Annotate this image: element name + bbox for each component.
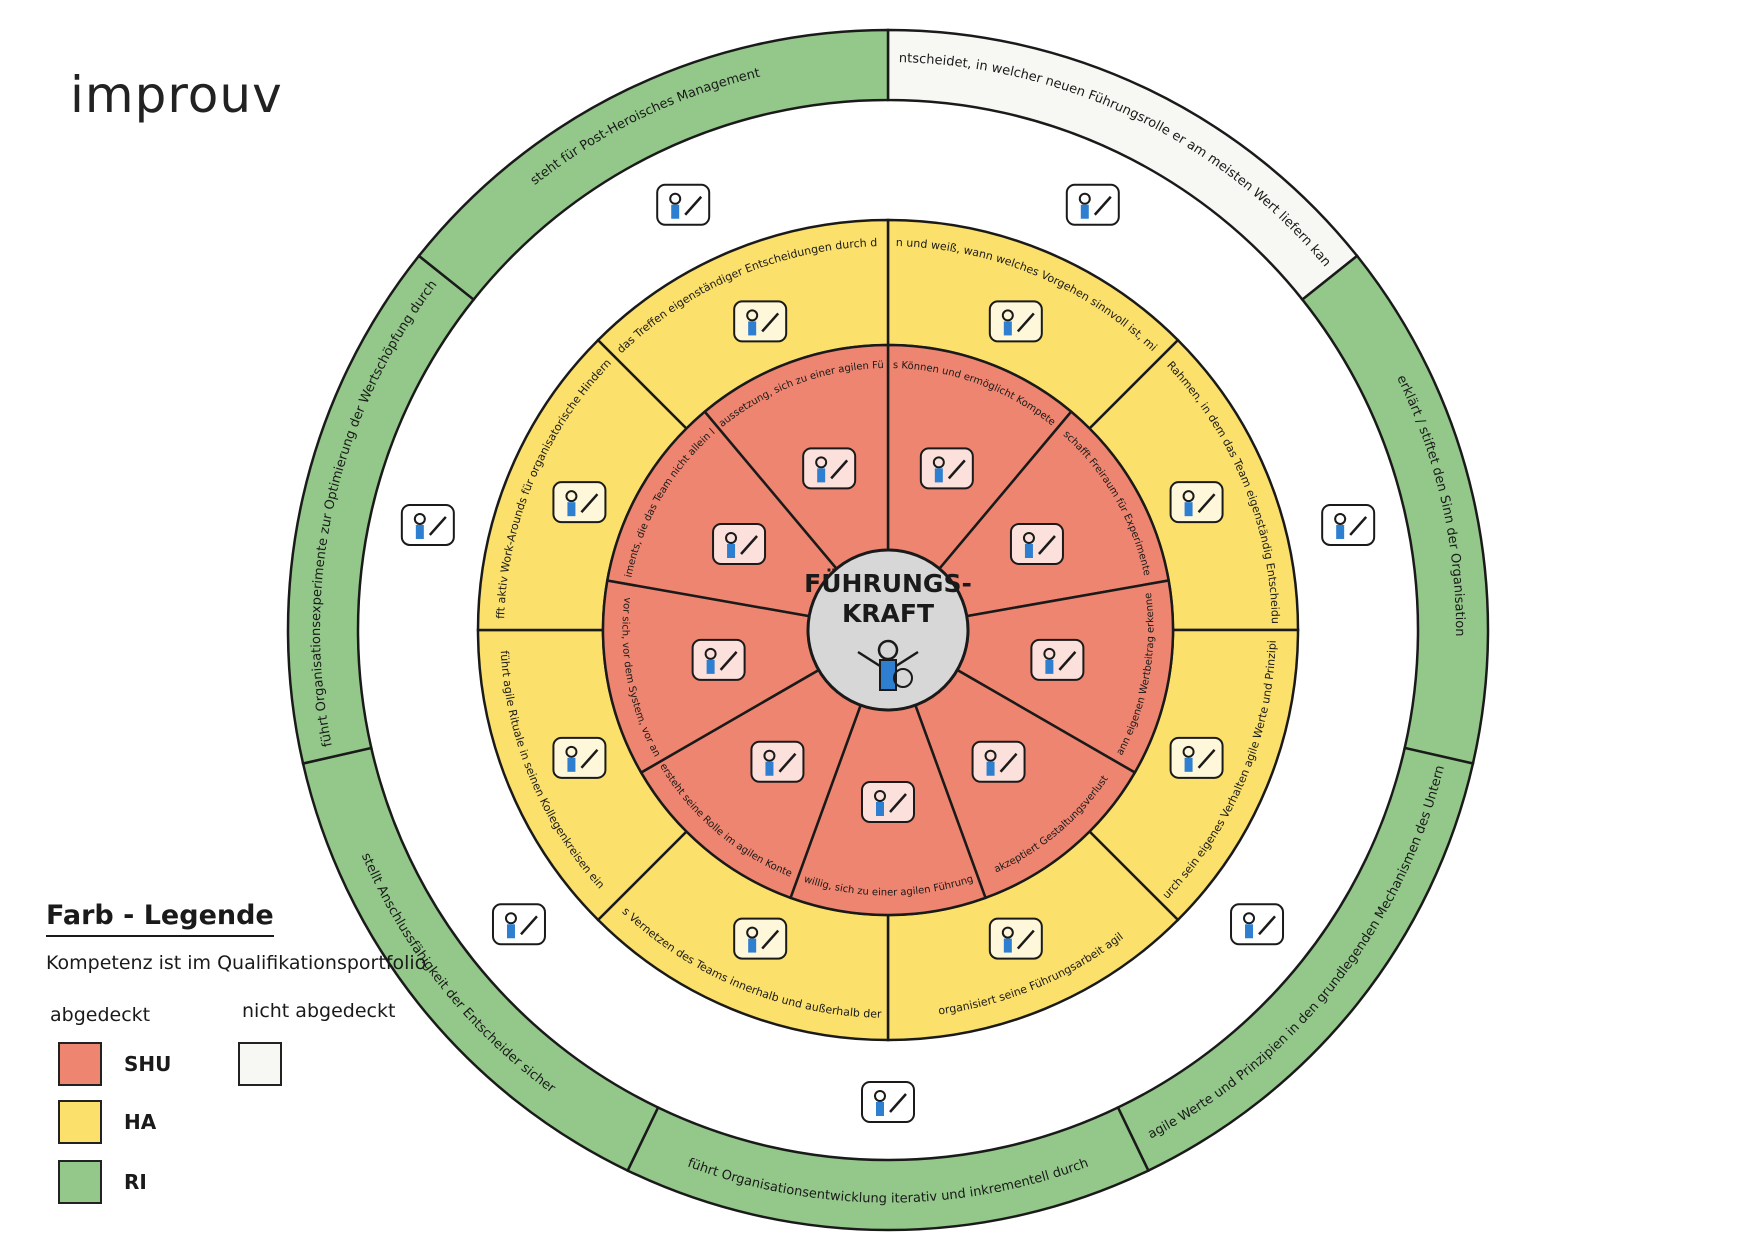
ladder-thought-icon (1065, 183, 1120, 226)
center-label-line2: KRAFT (842, 599, 934, 628)
center-hub: FÜHRUNGS- KRAFT (804, 548, 972, 712)
kanban-board-icon (988, 917, 1043, 960)
letting-go-icon (971, 740, 1026, 783)
legend-swatch-shu (58, 1042, 102, 1086)
decision-makers-icon (491, 903, 546, 946)
legend-label-ha: HA (124, 1110, 157, 1134)
legend-label-ri: RI (124, 1170, 147, 1194)
value-board-icon (1030, 638, 1085, 681)
legend-label-shu: SHU (124, 1052, 172, 1076)
legend-subtitle: Kompetenz ist im Qualifikationsportfolio (46, 952, 427, 974)
leader-figure-icon (857, 639, 919, 691)
legend-covered-label: abgedeckt (50, 1004, 151, 1026)
experiment-icon (400, 503, 455, 546)
crossroads-icon (861, 781, 915, 823)
outer-segment-7 (417, 28, 890, 302)
puzzle-icon (919, 447, 974, 490)
workaround-icon (552, 481, 607, 524)
center-label-line1: FÜHRUNGS- (804, 568, 972, 598)
growth-arrow-icon (802, 447, 857, 490)
team-support-icon (656, 183, 711, 226)
legend-swatch-not-covered (238, 1042, 282, 1086)
rituals-icon (552, 736, 607, 779)
brand-logo: improuv (70, 66, 283, 124)
color-legend: Farb - Legende Kompetenz ist im Qualifik… (46, 900, 466, 1220)
shield-icon (691, 638, 746, 681)
legend-title: Farb - Legende (46, 900, 274, 937)
legend-not-covered-label: nicht abgedeckt (242, 1000, 396, 1022)
legend-swatch-ha (58, 1100, 102, 1144)
compass-building-icon (1230, 903, 1285, 946)
iteration-loop-icon (861, 1081, 915, 1123)
impediment-icon (712, 523, 767, 565)
network-icon (733, 917, 788, 960)
delegation-crown-icon (988, 300, 1043, 343)
role-loops-icon (750, 740, 805, 783)
free-space-icon (1009, 523, 1064, 565)
compass-flag-icon (1169, 736, 1224, 779)
frame-icon (1169, 481, 1224, 524)
team-decision-icon (733, 300, 788, 343)
legend-swatch-ri (58, 1160, 102, 1204)
building-lightbulb-icon (1321, 503, 1376, 546)
